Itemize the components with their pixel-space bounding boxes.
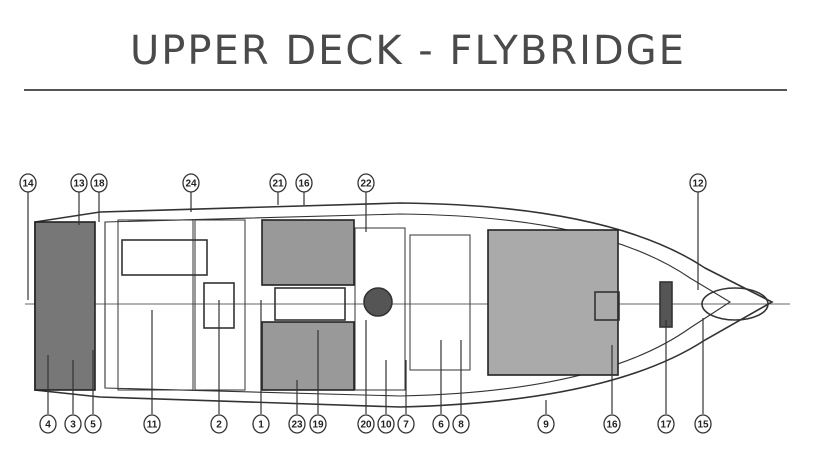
callout-circle [377, 414, 395, 434]
callout-14: 14 [19, 173, 37, 300]
cabinet [194, 219, 246, 391]
aft-lounge [121, 239, 208, 276]
callout-number: 9 [543, 420, 549, 431]
callout-number: 10 [380, 420, 392, 431]
callout-2: 2 [210, 300, 228, 434]
callout-8: 8 [452, 340, 470, 434]
callout-circle [537, 414, 555, 434]
callout-circle [357, 414, 375, 434]
callout-number: 5 [90, 420, 96, 431]
callout-21: 21 [269, 173, 287, 205]
callout-24: 24 [182, 173, 200, 212]
callout-number: 6 [438, 420, 444, 431]
helm-station [354, 227, 406, 391]
callout-circle [90, 173, 108, 193]
callout-circle [603, 414, 621, 434]
callout-circle [694, 414, 712, 434]
callout-number: 3 [70, 420, 76, 431]
callout-5: 5 [84, 350, 102, 434]
callout-number: 15 [697, 420, 709, 431]
callout-circle [357, 173, 375, 193]
callout-circle [452, 414, 470, 434]
callout-22: 22 [357, 173, 375, 232]
callout-number: 16 [606, 420, 618, 431]
callout-number: 23 [291, 420, 303, 431]
callout-17: 17 [657, 320, 675, 434]
callout-circle [397, 414, 415, 434]
callout-11: 11 [143, 310, 161, 434]
callout-16: 16 [295, 173, 313, 205]
callout-number: 4 [45, 420, 51, 431]
callout-circle [657, 414, 675, 434]
callout-circle [19, 173, 37, 193]
bow-sunpad [487, 229, 619, 376]
callout-23: 23 [288, 380, 306, 434]
page-title: UPPER DECK - FLYBRIDGE [130, 28, 686, 74]
callout-circle [70, 173, 88, 193]
callout-number: 7 [403, 420, 409, 431]
callout-number: 8 [458, 420, 464, 431]
callout-20: 20 [357, 320, 375, 434]
callout-3: 3 [64, 360, 82, 434]
center-console [274, 287, 346, 321]
stern-platform [34, 221, 96, 391]
callout-number: 11 [147, 420, 158, 431]
callout-circle [210, 414, 228, 434]
callout-19: 19 [309, 330, 327, 434]
callout-4: 4 [39, 355, 57, 434]
callout-circle [64, 414, 82, 434]
callout-circle [689, 173, 707, 193]
bow-pulpit [701, 287, 769, 321]
hull-outline [34, 202, 774, 408]
callout-number: 22 [360, 179, 372, 190]
callout-number: 17 [660, 420, 672, 431]
title-divider [24, 89, 787, 91]
callout-16: 16 [603, 345, 621, 434]
callout-12: 12 [689, 173, 707, 290]
callout-number: 12 [692, 179, 704, 190]
callout-circle [309, 414, 327, 434]
callout-13: 13 [70, 173, 88, 225]
callout-number: 18 [93, 179, 105, 190]
callout-6: 6 [432, 340, 450, 434]
callout-10: 10 [377, 360, 395, 434]
callout-1: 1 [252, 300, 270, 434]
callout-circle [84, 414, 102, 434]
callout-number: 21 [272, 179, 284, 190]
callout-number: 2 [216, 420, 222, 431]
callout-15: 15 [694, 318, 712, 434]
callout-circle [143, 414, 161, 434]
helm-seat [363, 287, 393, 317]
callout-number: 20 [360, 420, 372, 431]
callout-circle [432, 414, 450, 434]
deck-inner-outline [104, 213, 732, 397]
callout-circle [269, 173, 287, 193]
callout-18: 18 [90, 173, 108, 222]
callout-number: 13 [73, 179, 85, 190]
aft-seating [117, 219, 194, 391]
sunpad-port [261, 219, 355, 286]
callout-number: 24 [185, 179, 197, 190]
sunpad-starboard [261, 321, 355, 391]
callout-number: 19 [312, 420, 324, 431]
callout-number: 14 [22, 179, 34, 190]
callout-9: 9 [537, 400, 555, 434]
callout-number: 16 [298, 179, 310, 190]
callout-circle [252, 414, 270, 434]
callout-7: 7 [397, 360, 415, 434]
callout-number: 1 [258, 420, 264, 431]
hatch [594, 291, 620, 321]
callout-circle [182, 173, 200, 193]
instrument-panel [409, 234, 471, 371]
callout-circle [295, 173, 313, 193]
callout-circle [288, 414, 306, 434]
callout-circle [39, 414, 57, 434]
